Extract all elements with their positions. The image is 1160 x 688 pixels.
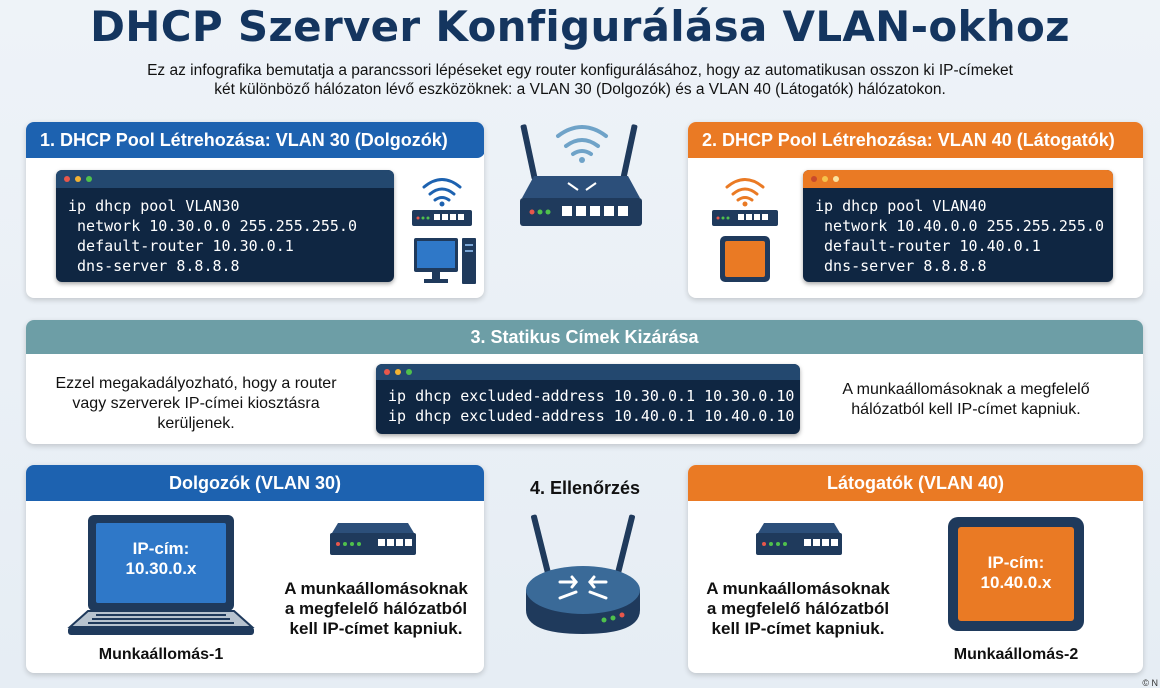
code-line: ip dhcp excluded-address 10.40.0.1 10.40… [388,407,795,425]
text-line: A munkaállomásoknak a megfelelő [842,381,1090,398]
terminal-titlebar [56,170,394,188]
text-line: kell IP-címet kapniuk. [289,619,463,638]
tablet-screen-label: IP-cím: [987,553,1045,572]
close-dot-icon [811,176,817,182]
text-line: a megfelelő hálózatból [284,599,468,618]
step2-code: ip dhcp pool VLAN40 network 10.40.0.0 25… [803,188,1113,276]
text-line: hálózatból kell IP-címet kapniuk. [851,401,1081,418]
close-dot-icon [384,369,390,375]
laptop-icon [67,515,255,635]
step1-heading: 1. DHCP Pool Létrehozása: VLAN 30 (Dolgo… [26,122,484,158]
vlan30-card: Dolgozók (VLAN 30) IP-cím: 10.30.0.x Mun… [26,465,484,673]
step3-code: ip dhcp excluded-address 10.30.0.1 10.30… [376,380,800,426]
code-line: ip dhcp pool VLAN30 [68,197,240,215]
text-line: kell IP-címet kapniuk. [711,619,885,638]
tablet-screen-ip: 10.40.0.x [980,573,1052,592]
vlan40-text: A munkaállomásoknak a megfelelő hálózatb… [698,579,898,639]
laptop-screen-label: IP-cím: [132,539,190,558]
router-icon [526,514,640,634]
intro-line-2: két különböző hálózaton lévő eszközöknek… [214,81,946,98]
maximize-dot-icon [406,369,412,375]
step2-heading: 2. DHCP Pool Létrehozása: VLAN 40 (Látog… [688,122,1143,158]
code-line: default-router 10.30.0.1 [68,237,294,255]
code-line: network 10.40.0.0 255.255.255.0 [815,217,1104,235]
step3-terminal: ip dhcp excluded-address 10.30.0.1 10.30… [376,364,800,434]
step2-card: 2. DHCP Pool Létrehozása: VLAN 40 (Látog… [688,122,1143,298]
switch-icon [330,523,416,555]
text-line: a megfelelő hálózatból [706,599,890,618]
code-line: default-router 10.40.0.1 [815,237,1041,255]
laptop-screen-ip: 10.30.0.x [125,559,197,578]
code-line: dns-server 8.8.8.8 [68,257,240,275]
step4-heading: 4. Ellenőrzés [529,478,641,498]
step3-left-text: Ezzel megakadályozható, hogy a router va… [46,374,346,434]
text-line: kerüljenek. [157,415,235,432]
text-line: A munkaállomásoknak [706,579,890,598]
text-line: Ezzel megakadályozható, hogy a router [55,375,337,392]
text-line: A munkaállomásoknak [284,579,468,598]
step1-card: 1. DHCP Pool Létrehozása: VLAN 30 (Dolgo… [26,122,484,298]
step3-heading: 3. Statikus Címek Kizárása [26,320,1143,354]
text-line: vagy szerverek IP-címei kiosztásra [72,395,320,412]
maximize-dot-icon [833,176,839,182]
vlan40-card: Látogatók (VLAN 40) A munkaállomásoknak … [688,465,1143,673]
code-line: network 10.30.0.0 255.255.255.0 [68,217,357,235]
switch-icon [756,523,842,555]
close-dot-icon [64,176,70,182]
step1-terminal: ip dhcp pool VLAN30 network 10.30.0.0 25… [56,170,394,282]
minimize-dot-icon [822,176,828,182]
minimize-dot-icon [395,369,401,375]
copyright-mark: © N [1142,678,1158,688]
vlan30-text: A munkaállomásoknak a megfelelő hálózatb… [276,579,476,639]
maximize-dot-icon [86,176,92,182]
code-line: ip dhcp excluded-address 10.30.0.1 10.30… [388,387,795,405]
step3-card: 3. Statikus Címek Kizárása Ezzel megakad… [26,320,1143,444]
terminal-titlebar [376,364,800,380]
step2-terminal: ip dhcp pool VLAN40 network 10.40.0.0 25… [803,170,1113,282]
switch-with-tablet-icon [712,178,778,282]
workstation2-label: Munkaállomás-2 [953,646,1079,663]
vlan40-heading: Látogatók (VLAN 40) [688,465,1143,501]
minimize-dot-icon [75,176,81,182]
intro-line-1: Ez az infografika bemutatja a parancssor… [147,62,1013,79]
step3-right-text: A munkaállomásoknak a megfelelő hálózatb… [816,380,1116,420]
code-line: dns-server 8.8.8.8 [815,257,987,275]
tablet-icon [948,517,1084,631]
page-title: DHCP Szerver Konfigurálása VLAN-okhoz [90,2,1070,51]
switch-with-desktop-icon [412,178,476,284]
step1-code: ip dhcp pool VLAN30 network 10.30.0.0 25… [56,188,394,276]
wifi-router-icon [520,124,642,226]
vlan30-heading: Dolgozók (VLAN 30) [26,465,484,501]
terminal-titlebar [803,170,1113,188]
workstation1-label: Munkaállomás-1 [98,646,224,663]
code-line: ip dhcp pool VLAN40 [815,197,987,215]
